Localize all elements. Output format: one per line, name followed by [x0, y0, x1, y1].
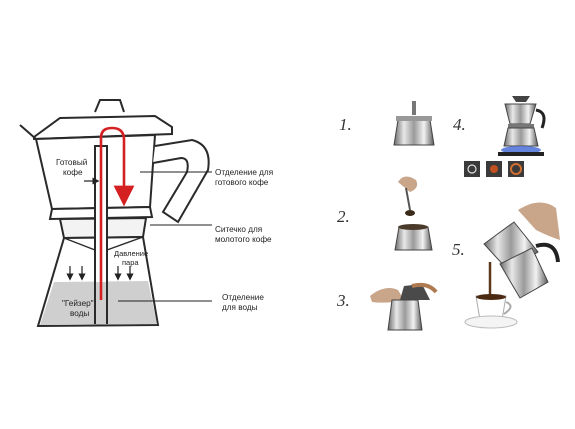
step-5-number: 5. [452, 240, 465, 259]
heat-setting-icons [464, 161, 524, 177]
handle [152, 138, 210, 224]
lid-knob [94, 99, 125, 113]
moka-pot-cross-section [19, 99, 210, 328]
label-geyser: "Гейзер" воды [62, 299, 96, 318]
leader-lines [118, 171, 212, 302]
label-ready-coffee: Готовый кофе [56, 158, 90, 177]
stove-heating-icon [498, 96, 546, 156]
steam-pressure-arrows [66, 266, 134, 281]
step-1-number: 1. [339, 115, 352, 134]
spout [19, 124, 37, 140]
label-steam-pressure: Давление пара [114, 249, 150, 267]
coffee-flow-arrow [99, 126, 135, 300]
pouring-cup-icon [464, 202, 560, 329]
lid [33, 114, 173, 141]
label-water-compartment: Отделение для воды [222, 293, 266, 312]
step-3-number: 3. [336, 291, 350, 310]
assembling-pot-icon [370, 282, 438, 331]
step-2-number: 2. [337, 207, 350, 226]
spoon-coffee-icon [394, 176, 433, 251]
pot-base-icon [393, 101, 435, 146]
step-4-number: 4. [453, 115, 466, 134]
label-ready-compartment: Отделение для готового кофе [215, 168, 275, 187]
label-filter: Ситечко для молотого кофе [215, 225, 272, 244]
